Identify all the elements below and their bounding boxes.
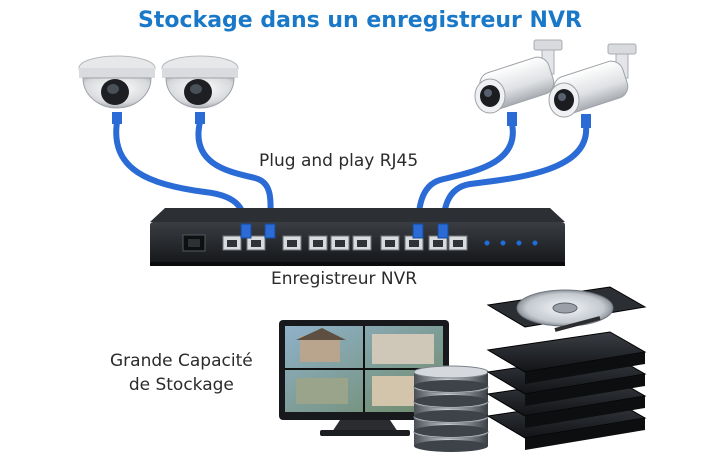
storage-label-line2: de Stockage [128, 375, 234, 395]
bullet-camera-icon [548, 43, 637, 128]
rj45-cable-icon [195, 119, 274, 235]
nvr-label: Enregistreur NVR [271, 269, 418, 289]
dome-camera-icon [78, 55, 156, 124]
rj45-plug [264, 223, 276, 239]
dome-camera-icon [161, 55, 239, 124]
bullet-camera-icon [474, 39, 563, 126]
database-server-icon [413, 365, 489, 452]
plug-and-play-label: Plug and play RJ45 [259, 151, 419, 171]
hard-drive-icon [486, 286, 647, 450]
rj45-plug [437, 223, 449, 239]
storage-capacity-label: Grande Capacité de Stockage [110, 349, 253, 397]
page-title: Stockage dans un enregistreur NVR [138, 8, 582, 33]
rj45-plug [240, 223, 252, 239]
rj45-plug [412, 223, 424, 239]
storage-label-line1: Grande Capacité [110, 351, 253, 371]
nvr-recorder-icon [150, 208, 565, 266]
